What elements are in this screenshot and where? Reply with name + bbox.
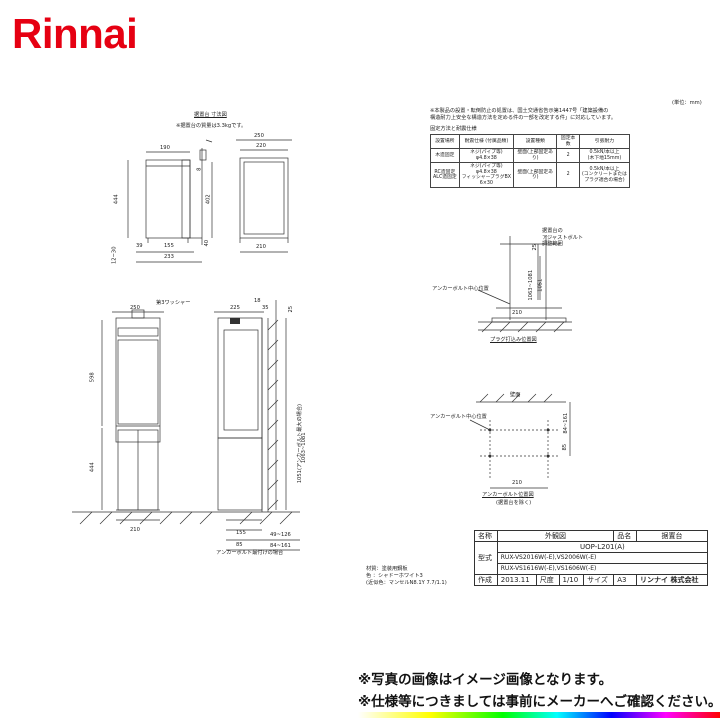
fix-r0c0: 木造固定: [430, 148, 460, 163]
unit-note: (単位：mm): [672, 100, 702, 106]
side-dim-85: 85: [236, 542, 243, 548]
side-dim-35: 35: [262, 305, 269, 311]
front-dim-250: 250: [130, 305, 140, 311]
dim-220: 220: [256, 143, 266, 149]
unit-side-view: [217, 317, 263, 439]
fix-r0c1: ネジ(パイプ等) φ4.8×38: [458, 148, 515, 163]
anchor-title: アンカーボルト位置図: [482, 492, 534, 498]
fix-r0c2: 壁面(上部固定あり): [513, 148, 558, 163]
notice-spec: ※仕様等につきましては事前にメーカーへご確認ください。: [358, 694, 720, 710]
fix-r0c4: 0.5kN/本以上 (木下地15mm): [578, 148, 631, 163]
dim-12-30: 12~30: [111, 246, 118, 265]
dim-39: 39: [136, 243, 143, 249]
fix-h3: 固定本数: [556, 134, 580, 149]
fix-r1c2: 壁面(上部固定あり): [513, 162, 558, 188]
stand-side-body: [145, 159, 191, 239]
anchor-sub: (据置台を除く): [496, 500, 532, 506]
tb-scale-value: 1/10: [558, 574, 585, 586]
dim-40: 40: [204, 239, 211, 247]
plug-title: プラグ打込み位置図: [490, 337, 537, 343]
fix-r1c0: RC造固定 ALC造固定: [430, 162, 460, 188]
adjust-1051: 1051: [537, 278, 544, 292]
dim-155: 155: [164, 243, 174, 249]
anchor-84: 84~161: [563, 412, 570, 434]
anchor-210: 210: [512, 480, 522, 486]
fix-r1c4: 0.5kN/本以上 (コンクリートまたは プラグ適合の場合): [578, 162, 631, 188]
adjust-1063: 1063~1081: [528, 269, 535, 301]
wall-label: 壁面: [510, 392, 521, 398]
dim-250: 250: [254, 133, 264, 139]
tb-date-key: 作成: [474, 574, 498, 586]
front-dim-598: 598: [89, 372, 96, 383]
tb-model-no: UOP-L201(A): [496, 541, 709, 553]
dim-233: 233: [164, 254, 174, 260]
anchor-note: アンカーボルト最付けの場合: [216, 550, 284, 556]
anchor-85: 85: [562, 443, 569, 451]
fixing-table: 設置場所 耐震仕様 (付属品類) 設置種類 固定本数 引張耐力 木造固定 ネジ(…: [430, 134, 631, 188]
rainbow-bar: [358, 712, 720, 718]
tb-size-value: A3: [613, 574, 638, 586]
note-line-1: ※本製品の設置・転倒防止の処置は、国土交通省告示第1447号「建築設備の: [430, 108, 609, 114]
tb-name-value: 外観図: [496, 530, 615, 542]
anchor-center-label: アンカーボルト中心位置: [430, 414, 487, 420]
adjust-210: 210: [512, 310, 522, 316]
material-line-3: (近似色：マンセルN8.1Y 7.7/1.1): [366, 580, 447, 586]
stand-front-body: [239, 157, 289, 239]
material-line-2: 色 ：シャドーホワイト3: [366, 573, 423, 579]
tb-maker: リンナイ 株式会社: [636, 574, 708, 586]
fix-r1c3: 2: [556, 162, 580, 188]
material-line-1: 材質：塗装用鋼板: [366, 566, 408, 572]
fix-h1: 耐震仕様 (付属品類): [458, 134, 515, 149]
dim-210: 210: [256, 244, 266, 250]
notice-image: ※写真の画像はイメージ画像となります。: [358, 672, 613, 688]
fix-h0: 設置場所: [430, 134, 460, 149]
stand-title: 据置台 寸法図: [194, 112, 227, 118]
tb-model-1: RUX-VS2016W(-E),VS2006W(-E): [496, 552, 709, 564]
dim-402: 402: [205, 194, 212, 205]
note-line-2: 構造耐力上安全な構造方法を定める件の一部を改定する件」に対応しています。: [430, 115, 617, 121]
tb-scale-key: 尺度: [535, 574, 560, 586]
rinnai-logo: Rinnai: [12, 10, 138, 57]
title-block: 名称 外観図 品名 据置台 型式 UOP-L201(A) RUX-VS2016W…: [474, 530, 709, 586]
front-dim-210: 210: [130, 527, 140, 533]
dim-444: 444: [113, 194, 120, 205]
fix-h4: 引張耐力: [578, 134, 631, 149]
side-dim-18: 18: [254, 298, 261, 304]
tb-size-key: サイズ: [583, 574, 615, 586]
fix-r0c3: 2: [556, 148, 580, 163]
tb-name-key: 名称: [474, 530, 498, 542]
tb-pname-key: 品名: [613, 530, 638, 542]
side-vlabel-2: 1063~1081: [300, 432, 307, 464]
tb-model-2: RUX-VS1616W(-E),VS1606W(-E): [496, 563, 709, 575]
dim-190: 190: [160, 145, 170, 151]
washer-label: 第3ワッシャー: [156, 300, 191, 306]
dim-8: 8: [196, 167, 203, 171]
tb-model-key: 型式: [474, 541, 498, 575]
side-dim-49: 49~126: [270, 532, 291, 538]
unit-front-view: [115, 317, 161, 443]
stand-weight: ※据置台の質量は3.3kgです。: [176, 123, 247, 129]
fix-r1c1: ネジ(パイプ等) φ4.8×38 フィッシャープラグBX 6×30: [458, 162, 515, 188]
side-dim-84: 84~161: [270, 543, 291, 549]
side-dim-225: 225: [230, 305, 240, 311]
tb-pname-value: 据置台: [636, 530, 708, 542]
fixing-title: 固定方法と耐震仕様: [430, 126, 477, 132]
tb-date-value: 2013.11: [496, 574, 537, 586]
fix-h2: 設置種類: [513, 134, 558, 149]
adjust-anchor-center: アンカーボルト中心位置: [432, 286, 489, 292]
side-dim-155: 155: [236, 530, 246, 536]
front-dim-444: 444: [89, 462, 96, 473]
adjust-25: 25: [532, 243, 539, 251]
side-dim-25: 25: [288, 305, 295, 313]
bolt-range-label: 据置台の アジャストボルト 調整範囲: [542, 228, 584, 247]
